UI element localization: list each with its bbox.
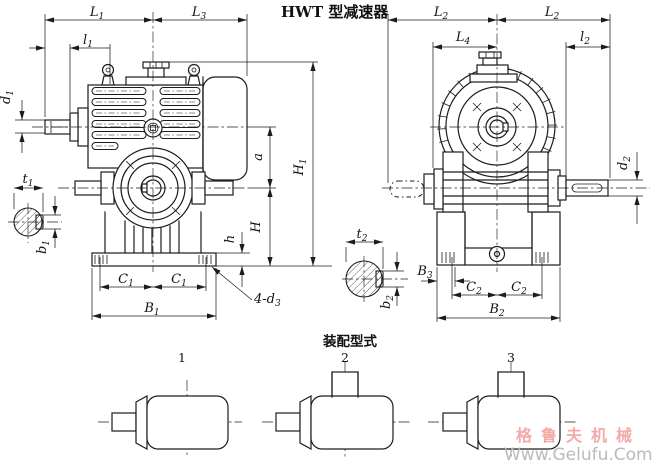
drawing-title: HWT 型减速器 bbox=[281, 3, 389, 21]
bearing-block-right bbox=[527, 151, 549, 213]
dim-label-d2: d2 bbox=[616, 156, 633, 170]
dim-label-b2: b2 bbox=[379, 295, 396, 309]
dim-label-L2-right: L2 bbox=[544, 5, 560, 22]
dim-label-L3: L3 bbox=[191, 5, 207, 22]
right-view-centerlines bbox=[382, 14, 650, 272]
dim-label-H1: H1 bbox=[292, 158, 309, 176]
dim-label-a: a bbox=[251, 153, 266, 161]
dim-label-B1: B1 bbox=[143, 301, 159, 318]
hidden-worm-shaft-end bbox=[389, 168, 444, 210]
shaft-section-detail-2 bbox=[342, 256, 408, 302]
left-view-foot-hole-hatching bbox=[94, 255, 212, 264]
dim-label-H: H bbox=[249, 221, 264, 234]
dim-label-C2-right: C2 bbox=[511, 280, 527, 297]
right-view-foot-left bbox=[436, 211, 466, 266]
worm-tube-lines bbox=[442, 171, 559, 205]
watermark-url: Www.Gelufu.Com bbox=[504, 445, 653, 465]
dim-label-C1-left: C1 bbox=[118, 272, 134, 289]
assembly-type-3: 3 bbox=[428, 350, 578, 458]
dim-label-t2: t2 bbox=[357, 227, 368, 244]
left-view-side-elevation bbox=[32, 12, 252, 272]
dim-label-d1: d1 bbox=[0, 90, 16, 104]
bearing-block-left bbox=[442, 151, 464, 213]
watermark: 格鲁夫机械 Www.Gelufu.Com bbox=[504, 426, 653, 465]
shaft-section-detail-1 bbox=[8, 203, 62, 243]
left-view-cooling-fins bbox=[91, 87, 201, 150]
eye-bolt-right bbox=[187, 63, 201, 86]
dim-label-C2-left: C2 bbox=[466, 280, 482, 297]
assembly-heading: 装配型式 bbox=[322, 333, 377, 350]
dim-label-t1: t1 bbox=[23, 172, 34, 189]
left-view-dimensions: L1 L3 l1 d1 t1 b1 C1 C1 B1 4-d3 a H1 H h bbox=[0, 5, 332, 320]
assembly-type-2-number: 2 bbox=[341, 350, 349, 365]
left-view-end-cover bbox=[202, 76, 248, 181]
dim-label-B3: B3 bbox=[416, 264, 433, 281]
dim-label-B2: B2 bbox=[488, 302, 505, 319]
dim-label-l1: l1 bbox=[83, 33, 93, 50]
dim-label-l2: l2 bbox=[580, 30, 590, 47]
dim-label-h: h bbox=[223, 235, 238, 243]
right-view-top-plug bbox=[469, 51, 518, 83]
left-view-top-cap bbox=[125, 76, 187, 86]
watermark-brand-cjk: 格鲁夫机械 bbox=[516, 426, 641, 445]
dim-label-4-d3: 4-d3 bbox=[253, 292, 281, 309]
assembly-type-1: 1 bbox=[98, 350, 242, 458]
assembly-type-3-number: 3 bbox=[507, 350, 515, 365]
dim-label-L2-left: L2 bbox=[433, 5, 449, 22]
oil-filler-plug bbox=[142, 61, 170, 78]
left-view-base-plate bbox=[91, 252, 217, 267]
left-view-support-ribs bbox=[104, 211, 202, 254]
left-view-centerlines bbox=[32, 12, 252, 272]
dim-label-L1: L1 bbox=[89, 5, 104, 22]
dim-label-C1-right: C1 bbox=[171, 272, 187, 289]
assembly-types-section: 装配型式 1 2 3 bbox=[98, 333, 578, 458]
right-view-front-elevation bbox=[382, 14, 650, 272]
eye-bolt-left bbox=[101, 63, 115, 86]
right-view-dimensions: L2 L2 L4 l2 d2 t2 b2 B3 C2 C2 B2 bbox=[345, 5, 643, 322]
dim-label-b1: b1 bbox=[35, 240, 52, 254]
dim-label-L4: L4 bbox=[455, 30, 471, 47]
assembly-type-1-number: 1 bbox=[178, 350, 186, 365]
assembly-type-2: 2 bbox=[262, 350, 410, 458]
right-view-foot-hatching bbox=[441, 252, 549, 263]
